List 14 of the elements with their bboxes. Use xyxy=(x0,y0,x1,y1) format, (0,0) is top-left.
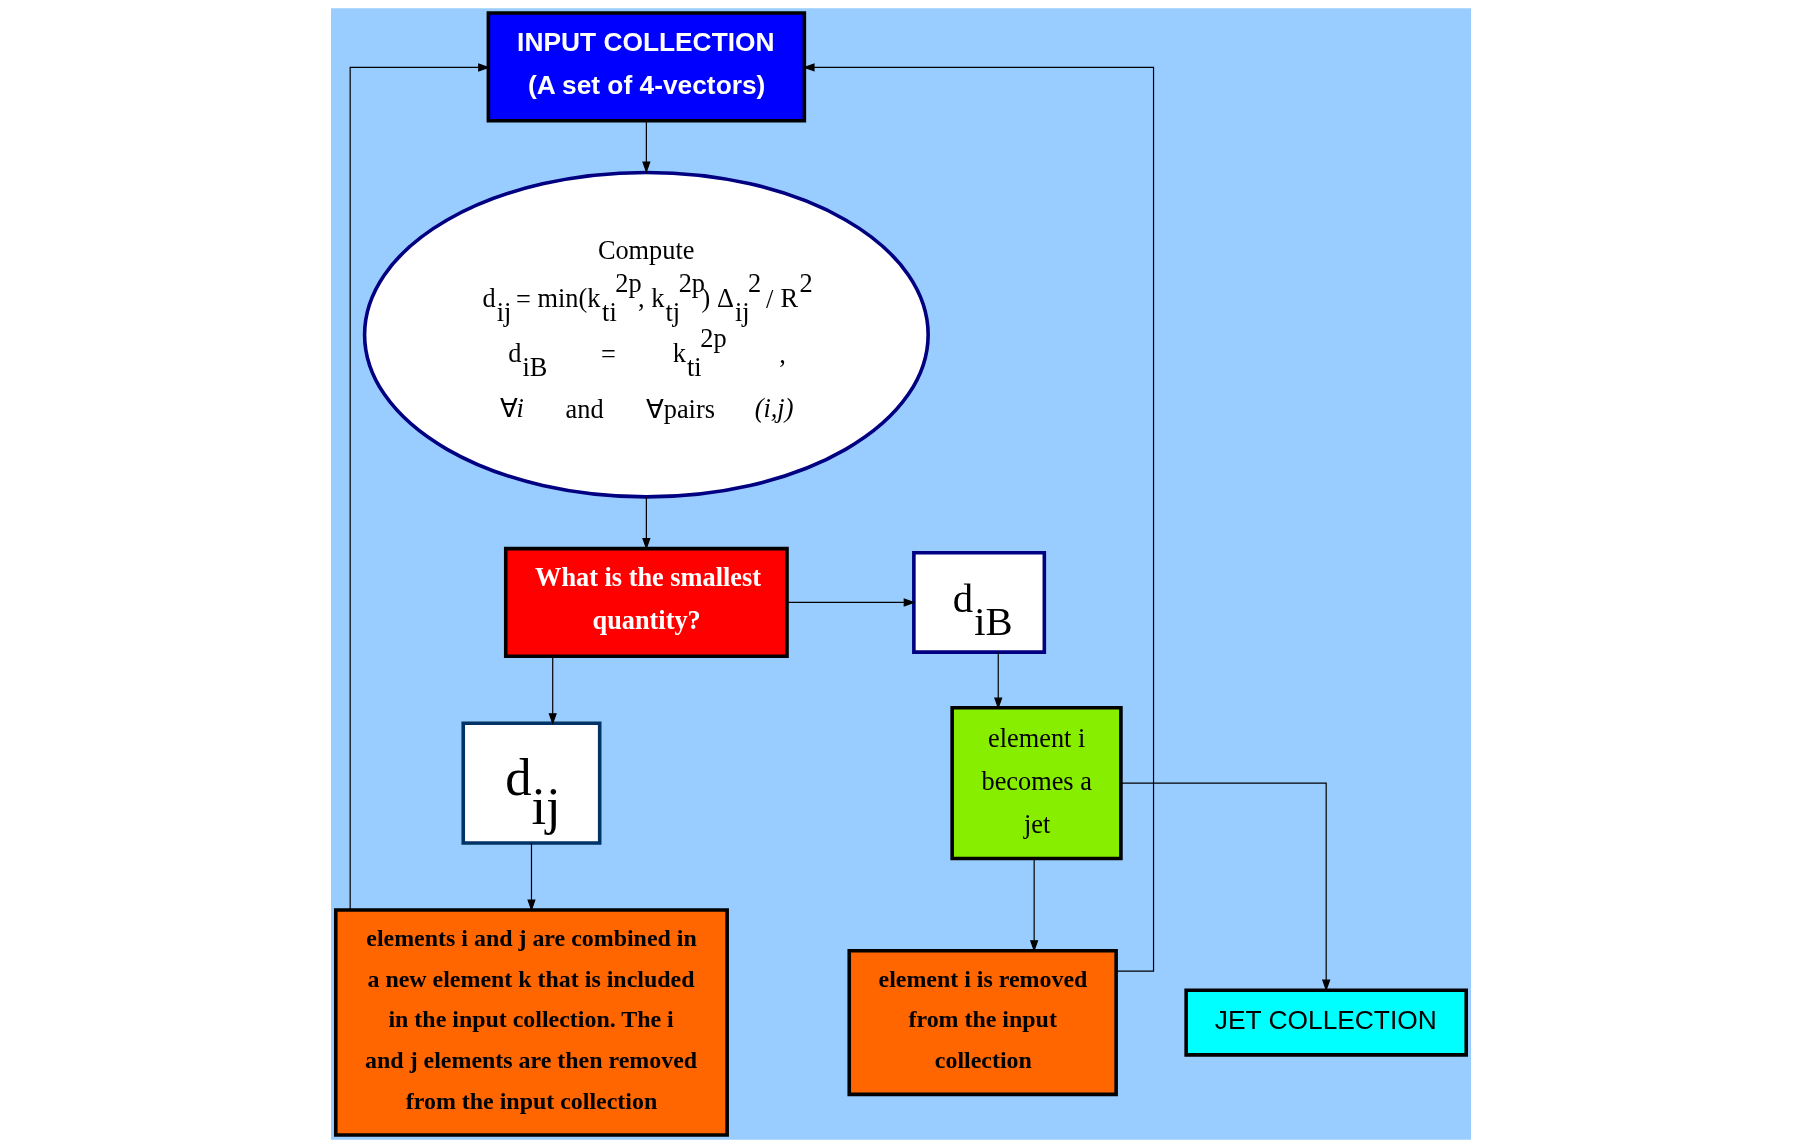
node-box: What is the smallest quantity? xyxy=(503,546,789,659)
node-box: elements i and j are combined in a new element k that is included in the input collection. The i and j elements are then removed from the input collection xyxy=(333,908,729,1137)
arrow xyxy=(1120,782,1330,992)
arrow xyxy=(349,63,490,911)
node-box: element i becomes a jet xyxy=(949,705,1123,861)
arrow xyxy=(548,656,557,726)
arrow xyxy=(526,842,536,912)
arrow xyxy=(993,651,1002,710)
node-box: element i is removed from the input collection xyxy=(846,948,1118,1097)
node-box: INPUT COLLECTION (A set of 4-vectors) xyxy=(486,11,806,123)
arrow xyxy=(802,63,1154,972)
arrow xyxy=(786,598,916,607)
node-box: JET COLLECTION xyxy=(1183,988,1468,1057)
arrow xyxy=(641,120,651,174)
